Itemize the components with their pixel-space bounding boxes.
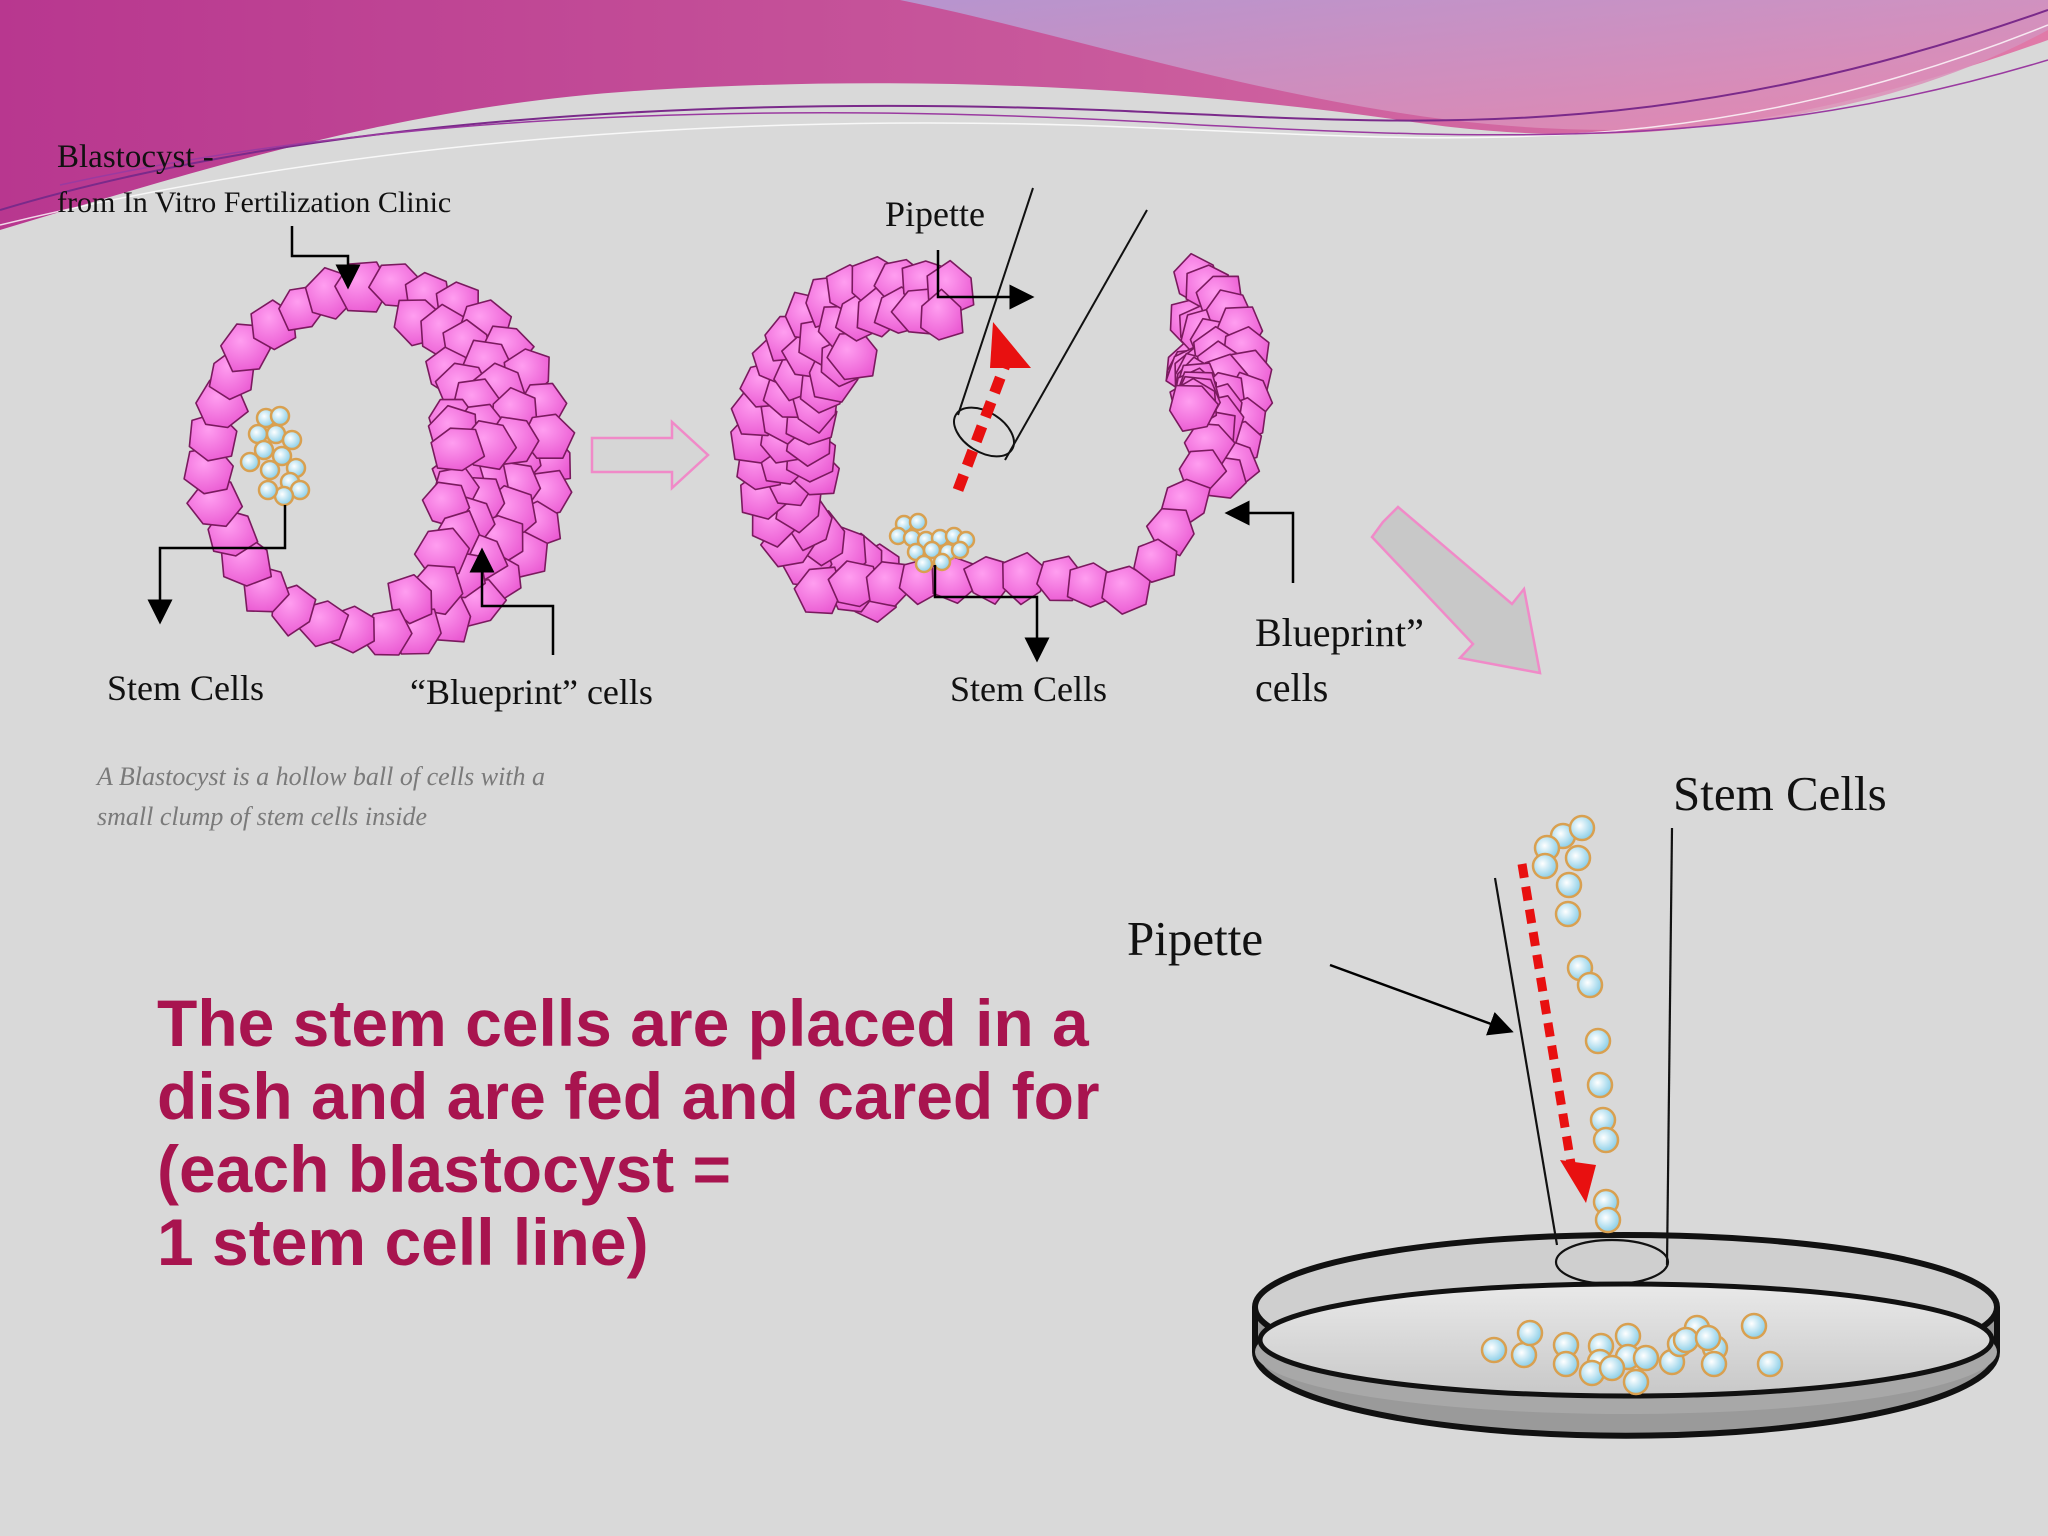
pink-cell [920, 288, 964, 341]
stem-cell [1694, 1324, 1722, 1352]
pipette-stage-2 [953, 187, 1148, 461]
deposit-flow-arrow [1517, 863, 1596, 1203]
extraction-flow-arrow [952, 322, 1031, 492]
stem-cell [1552, 1350, 1580, 1378]
stem-cell [1555, 871, 1583, 899]
stem-cell [1510, 1341, 1538, 1369]
stem-cell [1554, 900, 1582, 928]
pink-cell [827, 560, 882, 608]
stem-cell [1740, 1312, 1768, 1340]
leader-lines-stage-2 [933, 500, 1295, 663]
stem-cell [932, 552, 952, 572]
stem-cell [1632, 1344, 1660, 1372]
blastocyst-source: from In Vitro Fertilization Clinic [57, 186, 452, 219]
stem-cell [1592, 1126, 1620, 1154]
dish-stem-cells [1480, 1312, 1784, 1396]
leader-lines-stage-1 [147, 226, 555, 655]
blastocyst-intact [183, 261, 576, 656]
extracted-stem-cell-clump [888, 512, 976, 574]
headline-text: The stem cells are placed in a dish and … [157, 987, 1197, 1279]
stem-cell [269, 405, 291, 427]
stem-cell [1584, 1027, 1612, 1055]
pink-cell [1133, 538, 1178, 583]
blastocyst-title: Blastocyst - [57, 139, 214, 175]
caption-line-1: A Blastocyst is a hollow ball of cells w… [97, 762, 546, 791]
stem-cell [257, 479, 279, 501]
pink-cell [430, 427, 486, 472]
stem-cell [1594, 1206, 1622, 1234]
stem-cell [1568, 814, 1596, 842]
stem-cells-label-2: Stem Cells [950, 669, 1108, 709]
pink-cell [826, 332, 878, 381]
headline-line-4: 1 stem cell line) [157, 1205, 649, 1279]
pipette-pointer-stage-2 [936, 250, 1035, 310]
stem-cell [1576, 971, 1604, 999]
blueprint-cells-label-2-line1: Blueprint” [1255, 610, 1424, 655]
stem-cell [908, 512, 928, 532]
stem-cell [1598, 1354, 1626, 1382]
stem-cell [1622, 1368, 1650, 1396]
stem-cell [1480, 1336, 1508, 1364]
header-banner [0, 0, 2048, 230]
blueprint-cells-label-2: Blueprint” cells [1255, 605, 1424, 715]
pipette-label-2: Pipette [1127, 911, 1264, 966]
blastocyst-caption: A Blastocyst is a hollow ball of cells w… [97, 757, 545, 837]
process-arrow-1 [590, 419, 710, 491]
headline-line-1: The stem cells are placed in a [157, 986, 1089, 1060]
stem-cells-label-1: Stem Cells [107, 668, 265, 708]
stem-cell [253, 439, 275, 461]
pink-cell [1168, 384, 1220, 432]
falling-stem-cells [1531, 814, 1622, 1234]
headline-line-3: (each blastocyst = [157, 1132, 732, 1206]
stem-cell [259, 459, 281, 481]
stem-cell [281, 429, 303, 451]
inner-stem-cell-clump [239, 405, 311, 507]
stem-cell [1700, 1350, 1728, 1378]
stem-cell [1586, 1071, 1614, 1099]
stem-cell [1756, 1350, 1784, 1378]
stem-cell [1531, 852, 1559, 880]
stem-cell [271, 445, 293, 467]
stem-cell [914, 554, 934, 574]
blueprint-cells-label-2-line2: cells [1255, 665, 1329, 710]
blastocyst-opened [730, 252, 1274, 623]
stem-cell [239, 451, 261, 473]
pipette-stage-3 [1493, 827, 1674, 1286]
stem-cell [950, 540, 970, 560]
pipette-label-1: Pipette [885, 194, 985, 234]
blueprint-cells-label-1: “Blueprint” cells [410, 672, 653, 712]
caption-line-2: small clump of stem cells inside [97, 802, 428, 831]
stem-cell [1516, 1319, 1544, 1347]
process-arrow-2 [1370, 505, 1542, 675]
pipette-pointer-stage-3 [1329, 963, 1514, 1036]
stem-cells-label-3: Stem Cells [1673, 766, 1887, 821]
stem-cell [1672, 1326, 1700, 1354]
headline-line-2: dish and are fed and cared for [157, 1059, 1100, 1133]
stem-cell [1564, 844, 1592, 872]
